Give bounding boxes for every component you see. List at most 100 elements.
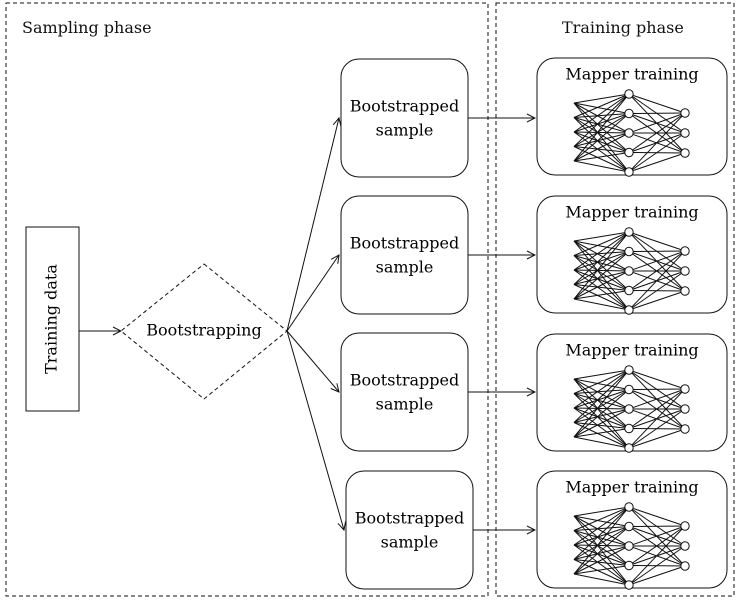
- network-edge: [573, 93, 630, 133]
- neural-network-icon: [573, 89, 690, 177]
- network-edge: [573, 131, 630, 173]
- arrow-bootstrap-to-sample: [286, 330, 339, 392]
- network-node: [624, 128, 634, 138]
- network-edge: [573, 369, 630, 380]
- neural-network-icon: [573, 502, 690, 590]
- network-edge: [628, 388, 686, 390]
- network-edge: [573, 255, 630, 272]
- network-edge: [628, 112, 686, 153]
- network-node: [624, 365, 634, 375]
- network-edge: [573, 544, 630, 566]
- network-edge: [573, 422, 630, 429]
- network-edge: [573, 146, 630, 173]
- network-edge: [573, 93, 630, 104]
- network-node: [624, 305, 634, 315]
- network-node: [624, 502, 634, 512]
- bootstrapped-sample-box: [340, 332, 469, 452]
- training-phase-region: [495, 2, 735, 597]
- mapper-training-label: Mapper training: [565, 65, 698, 84]
- network-edge: [573, 526, 630, 560]
- network-edge: [573, 369, 630, 394]
- network-node: [680, 404, 690, 414]
- network-edge: [573, 269, 630, 311]
- network-edge: [573, 113, 630, 118]
- bootstrapping-node: [120, 263, 288, 400]
- network-edge: [628, 250, 686, 252]
- network-edge: [573, 113, 630, 162]
- network-edge: [573, 132, 630, 147]
- network-edge: [573, 506, 630, 560]
- network-edge: [573, 530, 630, 547]
- sample-label-line2: sample: [376, 121, 434, 140]
- arrow-bootstrap-to-sample: [286, 255, 339, 332]
- network-edge: [628, 132, 686, 173]
- network-node: [680, 541, 690, 551]
- network-node: [624, 580, 634, 590]
- network-edge: [573, 369, 630, 423]
- sample-label-line2: sample: [381, 533, 439, 552]
- network-node: [680, 128, 690, 138]
- network-node: [624, 404, 634, 414]
- network-node: [624, 560, 634, 571]
- arrow-bootstrap-to-sample: [286, 330, 344, 530]
- network-edge: [628, 93, 686, 114]
- network-edge: [573, 389, 630, 423]
- network-edge: [573, 506, 630, 517]
- network-edge: [573, 93, 630, 118]
- network-node: [680, 108, 690, 118]
- network-edge: [573, 530, 630, 586]
- network-edge: [573, 251, 630, 271]
- sampling-phase-region: [5, 2, 489, 597]
- network-node: [624, 167, 634, 177]
- network-edge: [628, 112, 686, 173]
- network-edge: [573, 506, 630, 546]
- network-node: [624, 443, 634, 453]
- network-node: [624, 521, 634, 532]
- network-edge: [573, 559, 630, 566]
- network-edge: [628, 388, 686, 410]
- network-node: [680, 266, 690, 276]
- mapper-training-label: Mapper training: [565, 478, 698, 497]
- network-edge: [573, 131, 630, 134]
- network-edge: [573, 545, 630, 560]
- network-node: [680, 384, 690, 394]
- network-edge: [628, 388, 686, 449]
- network-node: [680, 286, 690, 296]
- network-edge: [573, 269, 630, 272]
- network-node: [624, 147, 634, 158]
- network-edge: [573, 102, 630, 134]
- mapper-training-label: Mapper training: [565, 203, 698, 222]
- bootstrapped-sample-box: [340, 195, 469, 315]
- network-edge: [573, 131, 630, 153]
- network-edge: [628, 525, 686, 547]
- network-edge: [573, 515, 630, 527]
- network-edge: [573, 530, 630, 566]
- network-edge: [628, 270, 686, 311]
- network-edge: [628, 388, 686, 429]
- training-phase-label: Training phase: [562, 18, 684, 37]
- network-edge: [573, 270, 630, 300]
- network-edge: [628, 525, 686, 586]
- neural-network-icon: [573, 227, 690, 315]
- network-edge: [573, 506, 630, 575]
- sample-label-line1: Bootstrapped: [350, 371, 459, 390]
- network-edge: [573, 544, 630, 547]
- network-node: [624, 266, 634, 276]
- network-edge: [573, 231, 630, 285]
- network-edge: [573, 117, 630, 153]
- network-edge: [573, 255, 630, 311]
- network-edge: [573, 298, 630, 311]
- network-edge: [573, 251, 630, 300]
- network-node: [680, 561, 690, 571]
- training-data-label: Training data: [42, 264, 61, 374]
- neural-network-icon: [573, 365, 690, 453]
- sample-label-line1: Bootstrapped: [355, 509, 464, 528]
- network-edge: [573, 240, 630, 272]
- sample-label-line2: sample: [376, 395, 434, 414]
- network-node: [624, 108, 634, 119]
- network-edge: [573, 290, 630, 300]
- bootstrapped-sample-box: [345, 470, 474, 590]
- network-edge: [628, 525, 686, 566]
- network-edge: [573, 389, 630, 394]
